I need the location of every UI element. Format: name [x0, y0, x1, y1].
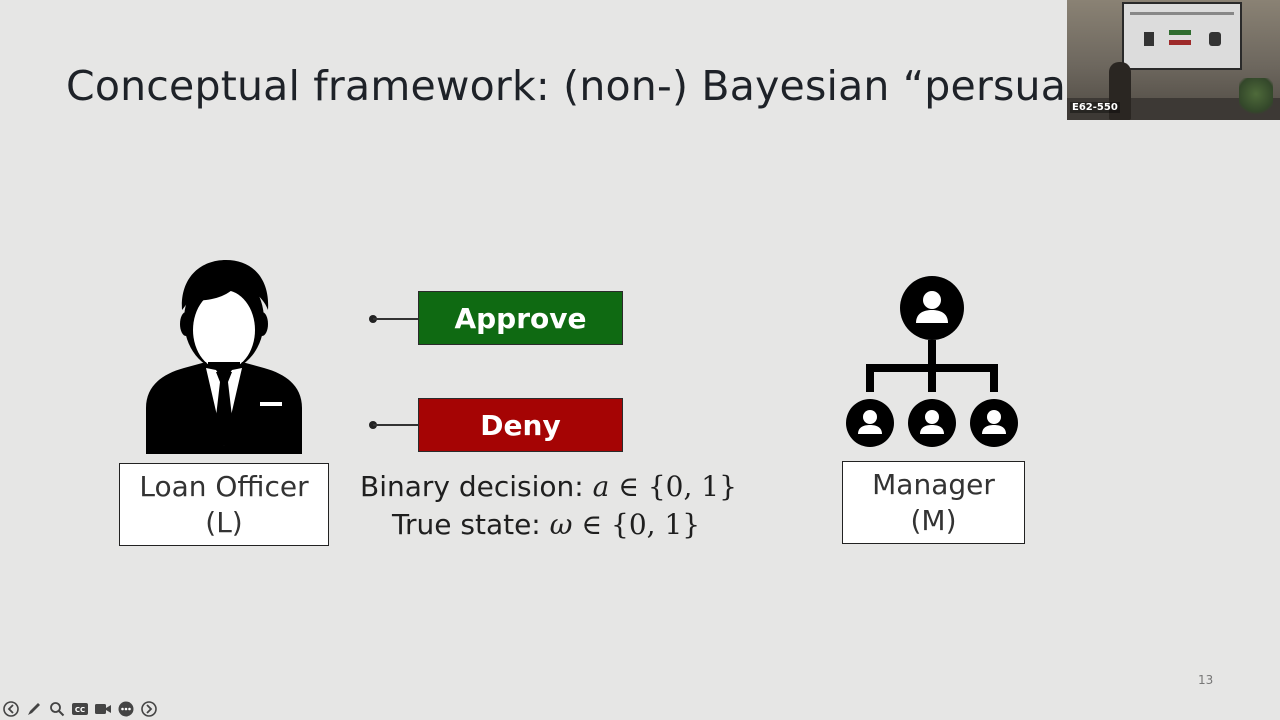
back-arrow-icon[interactable] — [2, 700, 20, 718]
loan-officer-label: Loan Officer — [120, 469, 328, 505]
room-plant — [1239, 78, 1273, 118]
pen-icon[interactable] — [25, 700, 43, 718]
video-icon[interactable] — [94, 700, 112, 718]
manager-label-box: Manager (M) — [842, 461, 1025, 544]
org-chart-icon — [844, 276, 1020, 448]
manager-abbrev: (M) — [843, 503, 1024, 539]
businessman-icon — [140, 258, 308, 454]
presentation-toolbar: CC — [2, 700, 158, 718]
room-label: E62-550 — [1070, 102, 1120, 113]
state-variable: ω — [550, 508, 573, 541]
zoom-icon[interactable] — [48, 700, 66, 718]
decision-set: ∈ {0, 1} — [609, 470, 737, 503]
approve-connector-line — [373, 318, 419, 320]
deny-box: Deny — [418, 398, 623, 452]
manager-label: Manager — [843, 467, 1024, 503]
loan-officer-abbrev: (L) — [120, 505, 328, 541]
true-state-label: True state: — [392, 508, 550, 541]
state-set: ∈ {0, 1} — [572, 508, 700, 541]
more-icon[interactable] — [117, 700, 135, 718]
deny-connector-line — [373, 424, 419, 426]
binary-decision-formula: Binary decision: a ∈ {0, 1} — [360, 470, 737, 503]
true-state-formula: True state: ω ∈ {0, 1} — [392, 508, 700, 541]
binary-decision-label: Binary decision: — [360, 470, 593, 503]
forward-arrow-icon[interactable] — [140, 700, 158, 718]
decision-variable: a — [593, 470, 610, 503]
approve-box: Approve — [418, 291, 623, 345]
slide-title: Conceptual framework: (non-) Bayesian “p… — [66, 62, 1099, 110]
webcam-video-inset[interactable]: E62-550 — [1067, 0, 1280, 120]
projected-screen — [1122, 2, 1242, 70]
page-number: 13 — [1198, 673, 1213, 687]
svg-text:CC: CC — [75, 706, 85, 714]
loan-officer-label-box: Loan Officer (L) — [119, 463, 329, 546]
captions-icon[interactable]: CC — [71, 700, 89, 718]
